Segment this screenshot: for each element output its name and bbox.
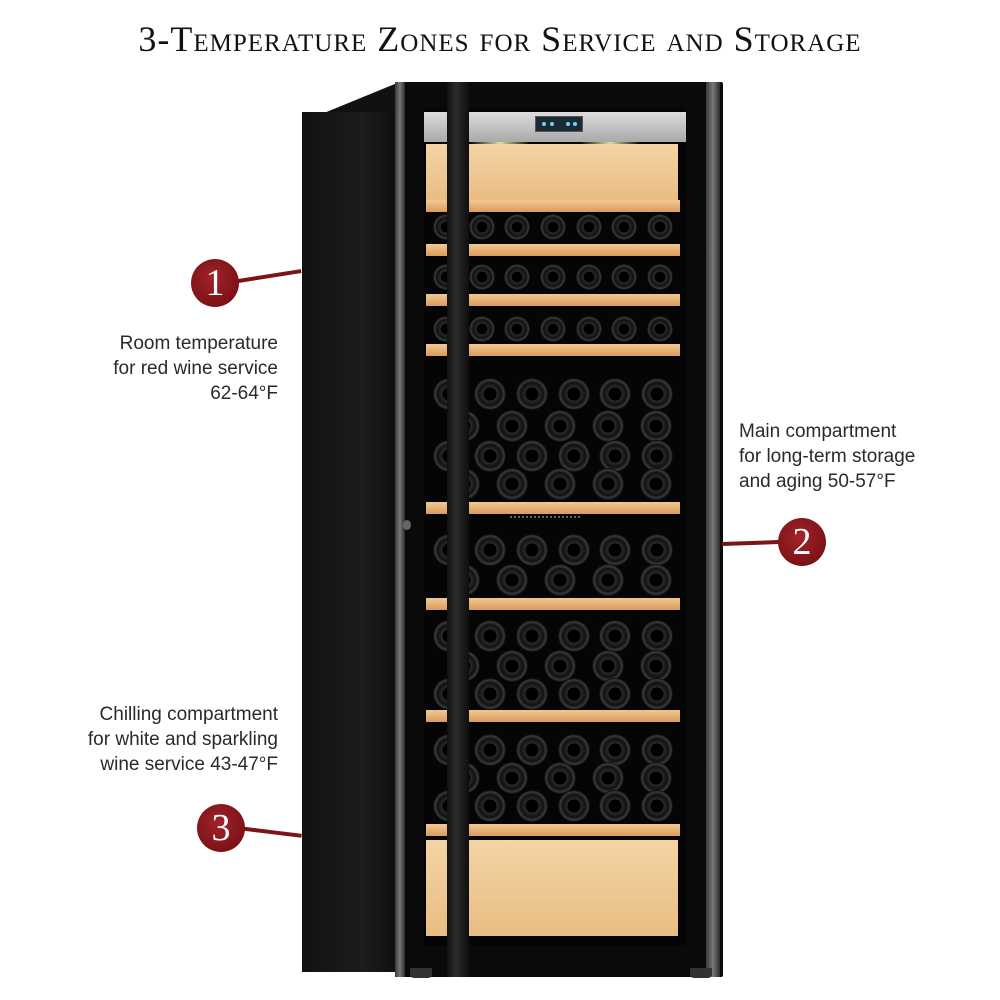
shelf xyxy=(426,598,680,610)
bottle-row xyxy=(428,214,678,240)
bottle-row xyxy=(428,264,678,290)
display-indicator xyxy=(542,122,546,126)
frame-right-edge xyxy=(706,82,720,977)
cabinet-foot xyxy=(690,968,712,978)
frame-left-edge xyxy=(395,82,405,977)
zone-1-line-2: for red wine service xyxy=(113,358,278,379)
zone-1-temperature: 62-64°F xyxy=(210,383,278,404)
display-indicator xyxy=(550,122,554,126)
shelf xyxy=(426,824,680,836)
temperature-display xyxy=(535,116,583,132)
shelf xyxy=(426,294,680,306)
shelf xyxy=(426,344,680,356)
display-indicator xyxy=(573,122,577,126)
zone-2-line-3: and aging 50-57°F xyxy=(739,471,896,492)
display-indicator xyxy=(566,122,570,126)
zone-2-description: Main compartment for long-term storage a… xyxy=(739,419,989,494)
zone-2-number-badge: 2 xyxy=(778,518,826,566)
bottle-row xyxy=(440,410,680,442)
zone-3-description: Chilling compartment for white and spark… xyxy=(30,702,278,777)
cabinet-side-panel xyxy=(302,112,402,972)
cabinet-foot xyxy=(410,968,432,978)
bottle-row xyxy=(428,316,678,342)
zone-1-line-1: Room temperature xyxy=(119,333,278,354)
door-frame-bar xyxy=(447,82,469,977)
bottle-row xyxy=(428,734,678,766)
zone-1-description: Room temperature for red wine service 62… xyxy=(40,331,278,406)
shelf xyxy=(426,200,680,212)
shelf xyxy=(426,244,680,256)
zone-divider-marker xyxy=(510,516,580,522)
zone-2-leader-line xyxy=(721,539,783,546)
zone-3-number-badge: 3 xyxy=(197,804,245,852)
bottle-row xyxy=(428,678,678,710)
zone-3-line-2: for white and sparkling xyxy=(87,729,278,750)
zone-3-line-3: wine service 43-47°F xyxy=(100,754,278,775)
zone-2-line-1: Main compartment xyxy=(739,421,897,442)
bottle-row xyxy=(428,440,678,472)
zone-3-line-1: Chilling compartment xyxy=(99,704,278,725)
infographic-title: 3-Temperature Zones for Service and Stor… xyxy=(138,19,862,59)
bottle-row xyxy=(440,468,680,500)
bottle-row xyxy=(440,564,680,596)
zone-3-leader-line xyxy=(237,826,302,838)
shelf xyxy=(426,710,680,722)
zone-1-leader-line xyxy=(231,269,302,284)
door-hinge xyxy=(403,520,411,530)
shelf xyxy=(426,502,680,514)
zone-2-line-2: for long-term storage xyxy=(739,446,916,467)
zone-1-number-badge: 1 xyxy=(191,259,239,307)
